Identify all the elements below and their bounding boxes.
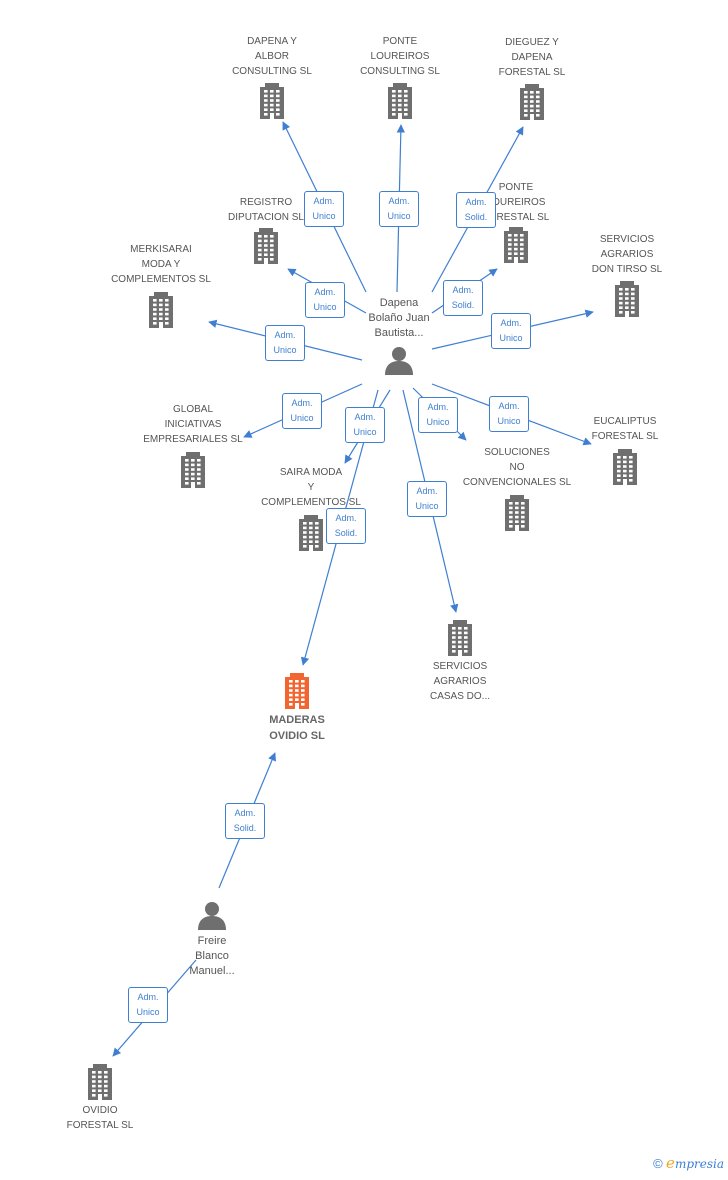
company-name: DAPENA Y ALBOR CONSULTING SL	[232, 36, 312, 77]
building-icon	[149, 292, 173, 328]
company-name: PONTE LOUREIROS CONSULTING SL	[360, 36, 440, 77]
company-node-servicios-casas[interactable]: SERVICIOS AGRARIOS CASAS DO...	[390, 620, 530, 704]
building-icon	[615, 281, 639, 317]
company-node-saira-moda[interactable]: SAIRA MODA Y COMPLEMENTOS SL	[241, 465, 381, 551]
edge-label-servicios-casas[interactable]: Adm. Unico	[407, 481, 447, 517]
building-icon	[254, 228, 278, 264]
company-node-maderas-ovidio[interactable]: MADERAS OVIDIO SL	[227, 673, 367, 744]
edge-label-ovidio-forestal[interactable]: Adm. Unico	[128, 987, 168, 1023]
company-name: REGISTRO DIPUTACION SL	[228, 197, 304, 223]
copyright-symbol: ©	[653, 1156, 663, 1171]
company-name: DIEGUEZ Y DAPENA FORESTAL SL	[498, 37, 566, 78]
edge-label-ponte-loureiros-consulting[interactable]: Adm. Unico	[379, 191, 419, 227]
company-name: MERKISARAI MODA Y COMPLEMENTOS SL	[111, 244, 211, 285]
edge-label-soluciones[interactable]: Adm. Unico	[418, 397, 458, 433]
company-node-eucaliptus[interactable]: EUCALIPTUS FORESTAL SL	[555, 414, 695, 485]
brand-text: mpresia	[674, 1157, 724, 1171]
building-icon	[285, 673, 309, 709]
footer-brand[interactable]: © empresia	[653, 1154, 724, 1172]
building-icon	[504, 227, 528, 263]
brand-initial: e	[666, 1154, 675, 1172]
edge-label-global-iniciativas[interactable]: Adm. Unico	[282, 393, 322, 429]
edge-label-maderas-ovidio-from-freire[interactable]: Adm. Solid.	[225, 803, 265, 839]
company-name: EUCALIPTUS FORESTAL SL	[591, 416, 659, 442]
edge-label-saira-moda[interactable]: Adm. Unico	[345, 407, 385, 443]
building-icon	[388, 83, 412, 119]
company-name: PONTE LOUREIROS FORESTAL SL	[482, 182, 550, 223]
company-name: MADERAS OVIDIO SL	[269, 714, 325, 742]
person-name: Freire Blanco Manuel...	[189, 935, 235, 977]
edge-label-ponte-loureiros-forestal[interactable]: Adm. Solid.	[443, 280, 483, 316]
building-icon	[505, 495, 529, 531]
edge-label-servicios-don-tirso[interactable]: Adm. Unico	[491, 313, 531, 349]
edge-label-registro-diputacion[interactable]: Adm. Unico	[305, 282, 345, 318]
company-node-ponte-loureiros-consulting[interactable]: PONTE LOUREIROS CONSULTING SL	[330, 34, 470, 119]
company-node-registro-diputacion[interactable]: REGISTRO DIPUTACION SL	[196, 195, 336, 264]
company-node-servicios-don-tirso[interactable]: SERVICIOS AGRARIOS DON TIRSO SL	[557, 232, 697, 317]
building-icon	[520, 84, 544, 120]
company-name: SAIRA MODA Y COMPLEMENTOS SL	[261, 467, 361, 508]
building-icon	[181, 452, 205, 488]
person-icon	[198, 902, 226, 930]
edge-label-dapena-albor[interactable]: Adm. Unico	[304, 191, 344, 227]
person-name: Dapena Bolaño Juan Bautista...	[368, 297, 430, 339]
company-node-merkisarai[interactable]: MERKISARAI MODA Y COMPLEMENTOS SL	[91, 242, 231, 328]
edge-label-merkisarai[interactable]: Adm. Unico	[265, 325, 305, 361]
company-node-ponte-loureiros-forestal[interactable]: PONTE LOUREIROS FORESTAL SL	[446, 180, 586, 263]
person-icon	[385, 347, 413, 375]
person-node-dapena[interactable]: Dapena Bolaño Juan Bautista...	[329, 296, 469, 375]
company-node-global-iniciativas[interactable]: GLOBAL INICIATIVAS EMPRESARIALES SL	[123, 402, 263, 488]
edge-label-dieguez-dapena[interactable]: Adm. Solid.	[456, 192, 496, 228]
edge-label-eucaliptus[interactable]: Adm. Unico	[489, 396, 529, 432]
building-icon	[299, 515, 323, 551]
company-name: SOLUCIONES NO CONVENCIONALES SL	[462, 447, 572, 488]
company-node-dieguez-dapena[interactable]: DIEGUEZ Y DAPENA FORESTAL SL	[462, 35, 602, 120]
building-icon	[88, 1064, 112, 1100]
person-node-freire[interactable]: Freire Blanco Manuel...	[142, 900, 282, 979]
company-name: SERVICIOS AGRARIOS DON TIRSO SL	[591, 234, 663, 275]
company-node-dapena-albor[interactable]: DAPENA Y ALBOR CONSULTING SL	[202, 34, 342, 119]
building-icon	[448, 620, 472, 656]
building-icon	[613, 449, 637, 485]
company-node-ovidio-forestal[interactable]: OVIDIO FORESTAL SL	[30, 1064, 170, 1133]
edge-label-maderas-ovidio-from-dapena[interactable]: Adm. Solid.	[326, 508, 366, 544]
brand-logo: empresia	[666, 1154, 724, 1172]
company-node-soluciones[interactable]: SOLUCIONES NO CONVENCIONALES SL	[447, 445, 587, 531]
company-name: SERVICIOS AGRARIOS CASAS DO...	[429, 661, 490, 702]
building-icon	[260, 83, 284, 119]
company-name: OVIDIO FORESTAL SL	[66, 1105, 134, 1131]
company-name: GLOBAL INICIATIVAS EMPRESARIALES SL	[143, 404, 243, 445]
